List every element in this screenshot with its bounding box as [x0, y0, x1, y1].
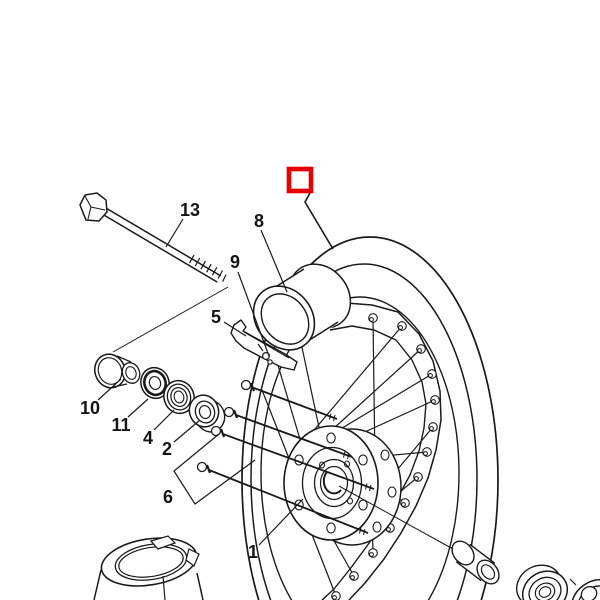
spoke-nipples [331, 313, 440, 600]
axle-spacer-tube [451, 540, 500, 585]
highlight-leader-line [304, 192, 334, 250]
spacer-collar [94, 353, 141, 389]
callout-label-8: 8 [254, 211, 264, 231]
callout-label-5: 5 [211, 307, 221, 327]
wheel-bearing-right [516, 564, 569, 600]
spoke-item [210, 425, 375, 492]
callout-label-6: 6 [163, 487, 173, 507]
callout-label-2: 2 [162, 439, 172, 459]
callout-label-11: 11 [111, 415, 130, 435]
fork-sleeve-collar [93, 535, 204, 600]
spoke-item [240, 379, 338, 422]
callout-label-1: 1 [248, 542, 258, 562]
loose-spokes [196, 379, 375, 536]
spoke-item [223, 406, 353, 460]
callout-label-9: 9 [230, 252, 240, 272]
retainer-clip-small-part [257, 343, 273, 365]
red-highlight-square [286, 166, 314, 194]
callout-leaders [97, 218, 304, 546]
wheel-bearing-left [188, 394, 226, 433]
tire [241, 236, 499, 600]
assembly-axis-lines [112, 286, 454, 550]
spoke-item [196, 461, 369, 536]
wheel-hub [283, 425, 402, 546]
callout-label-10: 10 [80, 398, 100, 418]
dust-seal [140, 366, 170, 400]
hub-cover-collar [252, 263, 352, 351]
rim [321, 302, 442, 600]
oil-seal [163, 379, 195, 415]
highlight-marker [286, 166, 334, 250]
axle-bolt [79, 192, 227, 283]
callout-label-4: 4 [143, 428, 153, 448]
brake-panel-bracket [230, 319, 298, 371]
callout-label-13: 13 [180, 200, 200, 220]
